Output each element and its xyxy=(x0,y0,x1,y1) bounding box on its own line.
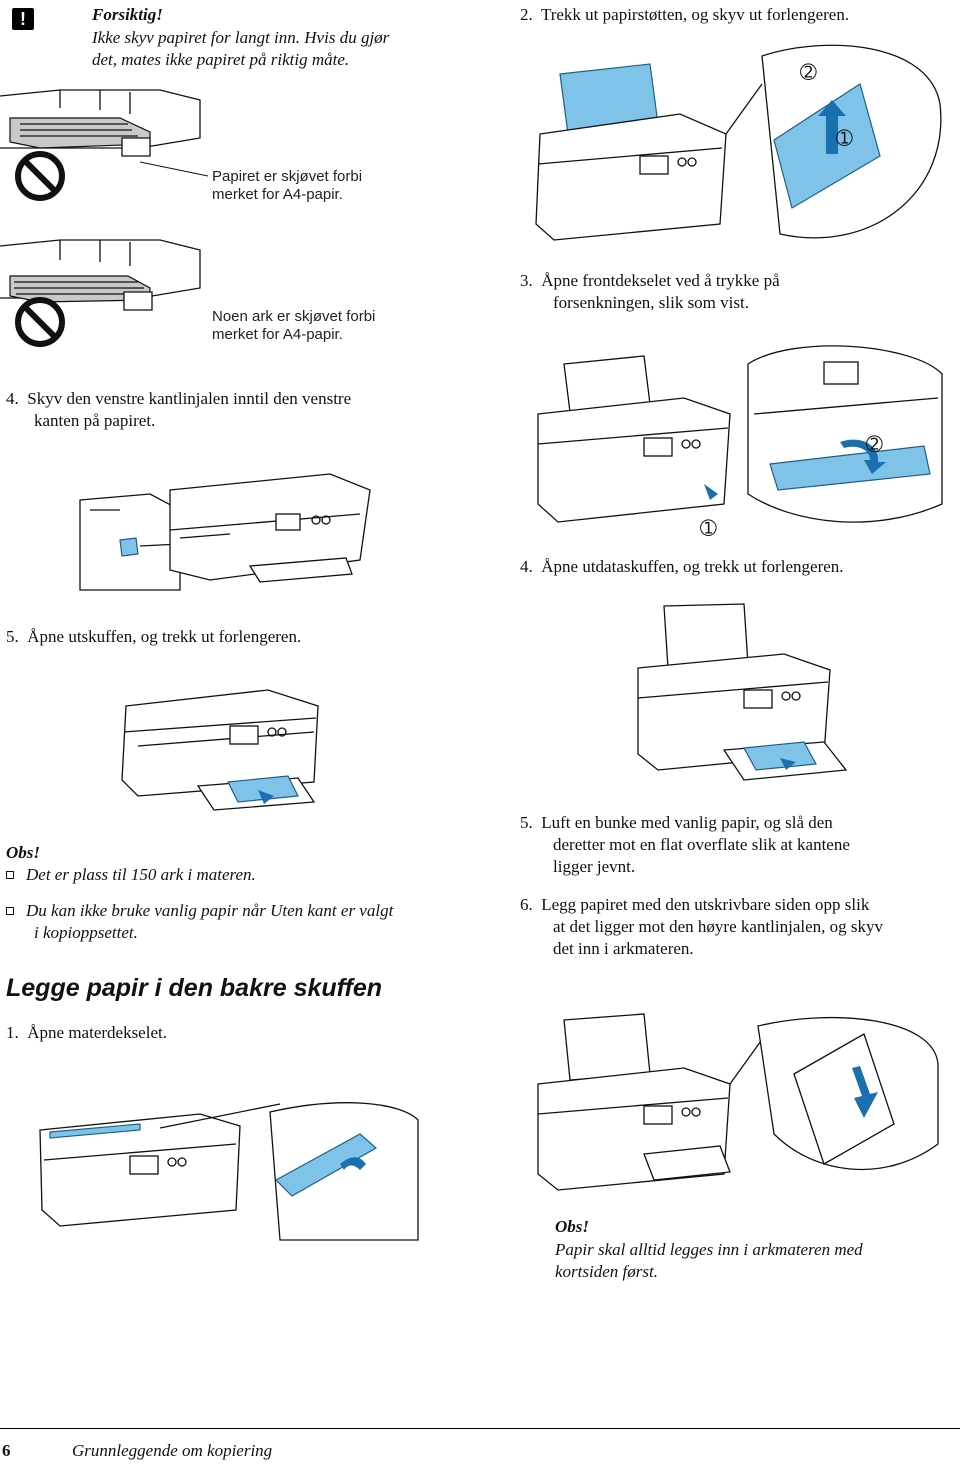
checkbox-bullet-icon xyxy=(6,871,14,879)
printer-front-cover-illustration xyxy=(537,345,943,523)
printer-paper-support-illustration xyxy=(535,44,942,241)
section-heading: Legge papir i den bakre skuffen xyxy=(6,974,383,1002)
label-leader-line xyxy=(139,161,209,177)
prohibited-icon xyxy=(15,151,65,201)
step-4-left-line1: 4. Skyv den venstre kantlinjalen inntil … xyxy=(6,389,352,408)
printer-feeder-cover-illustration xyxy=(39,1102,419,1241)
footer-title: Grunnleggende om kopiering xyxy=(72,1441,273,1460)
caution-text-line1: Ikke skyv papiret for langt inn. Hvis du… xyxy=(92,28,390,47)
footer-rule xyxy=(0,1428,960,1429)
paper-too-far-illustration xyxy=(0,89,201,157)
step-5-right-line1: 5. Luft en bunke med vanlig papir, og sl… xyxy=(520,813,833,832)
step-6-line1: 6. Legg papiret med den utskrivbare side… xyxy=(520,895,870,914)
step-5-right-line3: ligger jevnt. xyxy=(553,857,636,876)
printer-edge-guide-illustration xyxy=(79,473,371,591)
note-title: Obs! xyxy=(555,1217,590,1236)
step-1: 1. Åpne materdekselet. xyxy=(6,1023,167,1042)
number-1-marker: ➀ xyxy=(700,518,717,540)
bad-example-label-1-line1: Papiret er skjøvet forbi xyxy=(212,168,363,185)
step-4-right: 4. Åpne utdataskuffen, og trekk ut forle… xyxy=(520,557,844,576)
sheets-too-far-illustration xyxy=(0,239,201,311)
number-2-marker: ➁ xyxy=(866,434,883,456)
step-3-line1: 3. Åpne frontdekselet ved å trykke på xyxy=(520,271,780,290)
caution-title: Forsiktig! xyxy=(92,5,163,24)
exclamation-icon: ! xyxy=(12,8,34,30)
checkbox-bullet-icon xyxy=(6,907,14,915)
step-6-line3: det inn i arkmateren. xyxy=(553,939,694,958)
page-number: 6 xyxy=(2,1441,11,1460)
step-5-left: 5. Åpne utskuffen, og trekk ut forlenger… xyxy=(6,627,302,646)
printer-output-extension-illustration xyxy=(637,603,848,781)
step-3-line2: forsenkningen, slik som vist. xyxy=(553,293,749,312)
note-item-2-text: Du kan ikke bruke vanlig papir når Uten … xyxy=(26,901,394,920)
prohibited-icon xyxy=(15,297,65,347)
bad-example-label-2-line2: merket for A4-papir. xyxy=(212,326,343,343)
note-title: Obs! xyxy=(6,843,41,862)
printer-load-paper-illustration xyxy=(537,1013,939,1191)
number-2-marker: ➁ xyxy=(800,62,817,84)
printer-output-tray-illustration xyxy=(121,689,319,811)
note-item-1: Det er plass til 150 ark i materen. xyxy=(6,864,256,886)
bad-example-label-2-line1: Noen ark er skjøvet forbi xyxy=(212,308,376,325)
number-1-marker: ➀ xyxy=(836,128,853,150)
note-text-line1: Papir skal alltid legges inn i arkmatere… xyxy=(555,1240,863,1259)
note-text-line2: kortsiden først. xyxy=(555,1262,658,1281)
note-item-2-line2: i kopioppsettet. xyxy=(34,923,138,942)
step-2: 2. Trekk ut papirstøtten, og skyv ut for… xyxy=(520,5,850,24)
step-5-right-line2: deretter mot en flat overflate slik at k… xyxy=(553,835,850,854)
step-6-line2: at det ligger mot den høyre kantlinjalen… xyxy=(553,917,884,936)
bad-example-label-1-line2: merket for A4-papir. xyxy=(212,186,343,203)
note-item-2: Du kan ikke bruke vanlig papir når Uten … xyxy=(6,900,393,922)
step-4-left-line2: kanten på papiret. xyxy=(34,411,156,430)
caution-text-line2: det, mates ikke papiret på riktig måte. xyxy=(92,50,350,69)
note-item-1-text: Det er plass til 150 ark i materen. xyxy=(26,865,256,884)
